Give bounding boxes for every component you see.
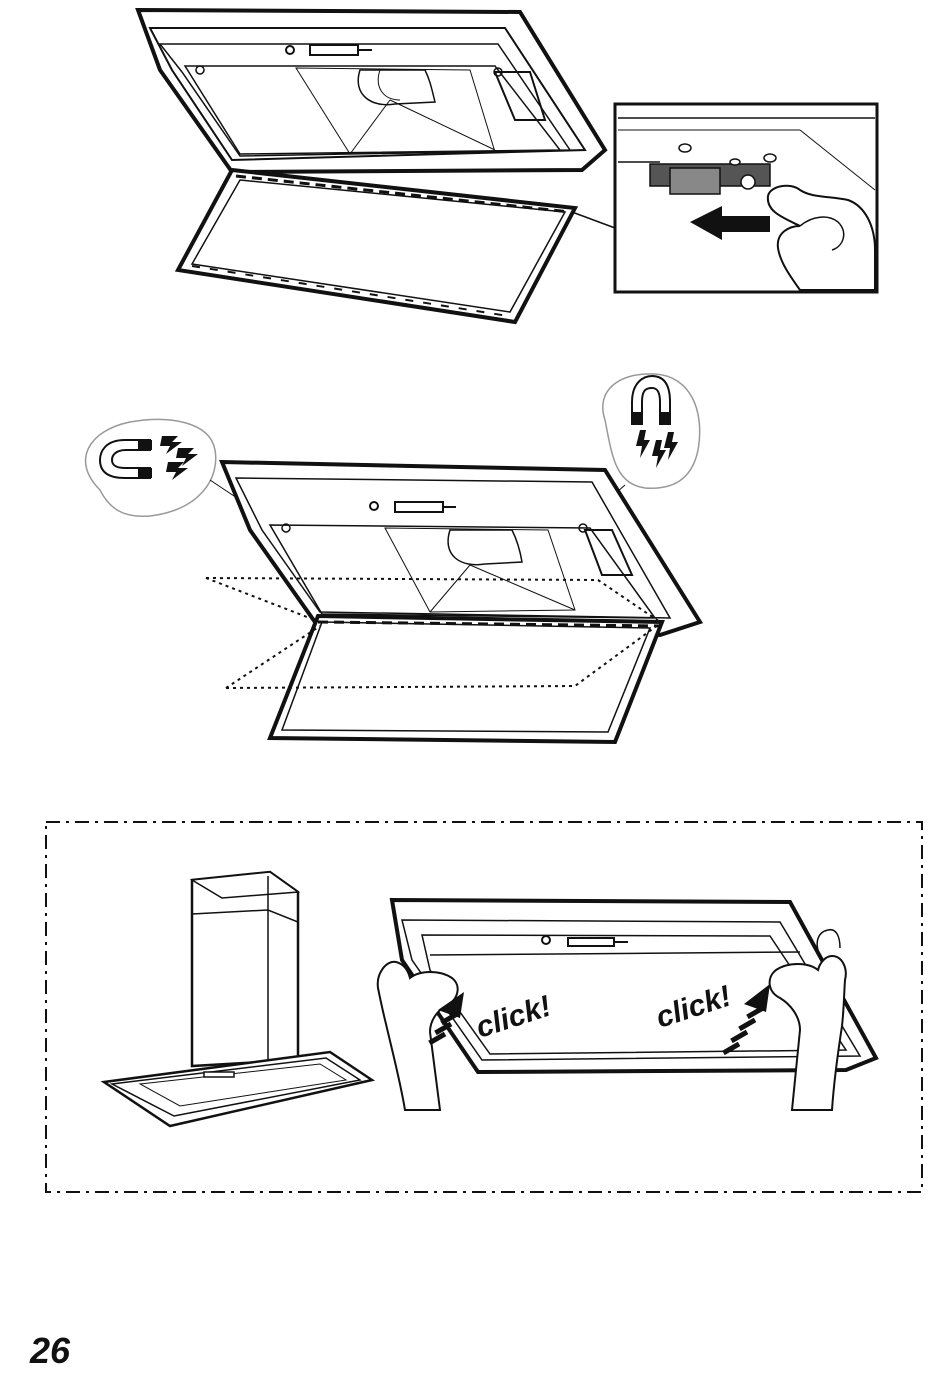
figure-filter-removal [0,0,950,330]
figure-magnet-attach [0,360,950,760]
latch-detail-inset [615,104,877,292]
filter-panel [178,170,575,322]
filter-panel [270,616,662,742]
figure-refit-click: click! click! [0,810,950,1210]
page-number: 26 [30,1330,70,1372]
hood-frame [138,10,605,172]
chimney-hood [104,872,372,1126]
callout-leader [572,212,615,228]
hood-frame [222,462,700,635]
